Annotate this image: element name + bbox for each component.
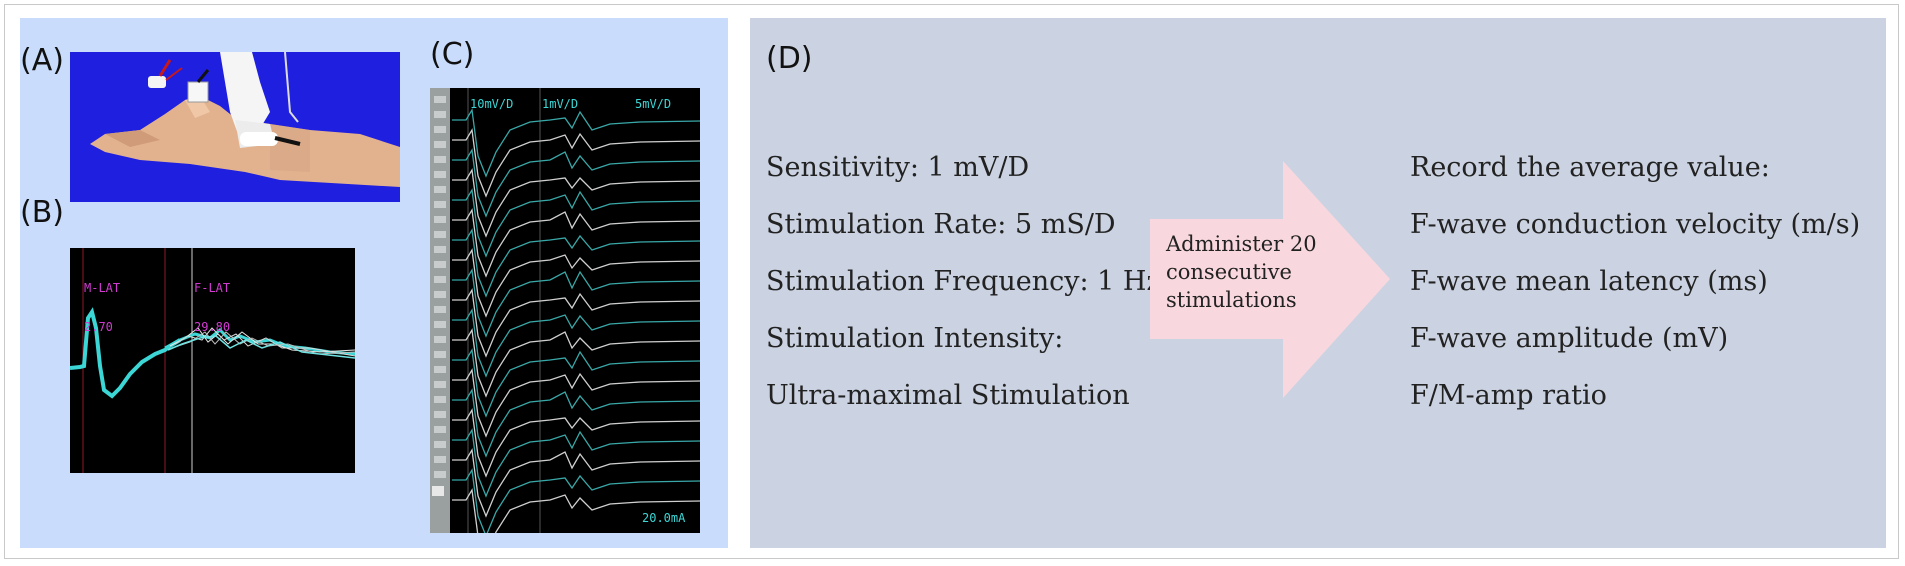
stacked-trace <box>452 148 700 218</box>
ruler-tick <box>434 201 446 208</box>
process-arrow <box>1150 161 1390 398</box>
ruler-tick <box>434 351 446 358</box>
ruler-tick <box>434 126 446 133</box>
ruler-tick <box>434 336 446 343</box>
ruler-tick <box>434 246 446 253</box>
panel-c-waveform-stack <box>430 88 700 533</box>
ruler-tick <box>434 471 446 478</box>
ruler-tick <box>434 276 446 283</box>
stacked-trace <box>452 108 700 178</box>
m-lat-value: 2.70 <box>84 320 113 334</box>
panel-b-label: (B) <box>20 195 64 230</box>
panel-a-photo <box>70 52 400 202</box>
result-fm-ratio: F/M-amp ratio <box>1410 380 1607 411</box>
ruler-tick <box>434 426 446 433</box>
stacked-trace <box>452 408 700 478</box>
ruler-tick <box>434 306 446 313</box>
f-lat-value: 29.80 <box>194 320 231 334</box>
m-lat-marker: M-LAT <box>84 281 121 295</box>
setting-ultra-maximal: Ultra-maximal Stimulation <box>766 380 1130 411</box>
stacked-trace <box>452 188 700 258</box>
ruler-tick <box>434 381 446 388</box>
ruler-tick <box>434 216 446 223</box>
ruler-tick <box>434 321 446 328</box>
setting-stimulation-frequency: Stimulation Frequency: 1 Hz <box>766 266 1161 297</box>
stacked-trace <box>452 368 700 438</box>
ruler-tick <box>434 156 446 163</box>
stacked-trace <box>452 268 700 338</box>
scale-right-readout: 5mV/D <box>635 97 672 111</box>
result-amplitude: F-wave amplitude (mV) <box>1410 323 1729 354</box>
intensity-readout: 20.0mA <box>642 511 686 525</box>
ruler-tick <box>434 456 446 463</box>
arrow-label-line-1: Administer 20 <box>1166 232 1317 256</box>
right-panel: (D) Sensitivity: 1 mV/D Stimulation Rate… <box>750 18 1886 548</box>
ruler-tick <box>434 231 446 238</box>
scale-mid-readout: 1mV/D <box>542 97 579 111</box>
stacked-trace <box>452 128 700 198</box>
setting-stimulation-intensity: Stimulation Intensity: <box>766 323 1064 354</box>
ruler-tick <box>434 261 446 268</box>
scale-left-readout: 10mV/D <box>470 97 514 111</box>
stacked-trace <box>452 308 700 378</box>
ruler-tick <box>434 291 446 298</box>
panel-d-label: (D) <box>766 41 813 76</box>
panel-b-waveform <box>70 248 355 473</box>
result-conduction-velocity: F-wave conduction velocity (m/s) <box>1410 209 1861 240</box>
ruler-tick <box>434 411 446 418</box>
arrow-label-line-3: stimulations <box>1166 288 1297 312</box>
ruler-tick <box>434 396 446 403</box>
stacked-trace <box>452 228 700 298</box>
arrow-label: Administer 20 consecutive stimulations <box>1166 230 1317 314</box>
panel-c-oscilloscope: 10mV/D 1mV/D 5mV/D 20.0mA <box>430 88 700 533</box>
ruler-tick <box>434 186 446 193</box>
ruler-tick <box>434 96 446 103</box>
panel-c-label: (C) <box>430 37 475 72</box>
stacked-trace <box>452 448 700 518</box>
result-heading: Record the average value: <box>1410 152 1770 183</box>
stacked-trace <box>452 428 700 498</box>
stacked-trace <box>452 348 700 418</box>
panel-b-oscilloscope: M-LAT 2.70 F-LAT 29.80 <box>70 248 355 473</box>
setting-stimulation-rate: Stimulation Rate: 5 mS/D <box>766 209 1116 240</box>
f-lat-marker: F-LAT <box>194 281 231 295</box>
stacked-trace <box>452 468 700 533</box>
stacked-trace <box>452 488 700 533</box>
left-panel: (A) (B) <box>20 18 728 548</box>
ruler-tick <box>434 441 446 448</box>
stacked-trace <box>452 248 700 318</box>
arrow-label-line-2: consecutive <box>1166 260 1292 284</box>
ruler-tick <box>434 111 446 118</box>
result-mean-latency: F-wave mean latency (ms) <box>1410 266 1768 297</box>
setting-sensitivity: Sensitivity: 1 mV/D <box>766 152 1030 183</box>
ruler-tick <box>434 171 446 178</box>
stacked-trace <box>452 288 700 358</box>
stacked-trace <box>452 208 700 278</box>
stacked-trace <box>452 388 700 458</box>
stacked-trace <box>452 328 700 398</box>
ruler-tick <box>434 366 446 373</box>
stacked-trace <box>452 168 700 238</box>
panel-a-label: (A) <box>20 43 64 78</box>
ruler-tick <box>434 141 446 148</box>
